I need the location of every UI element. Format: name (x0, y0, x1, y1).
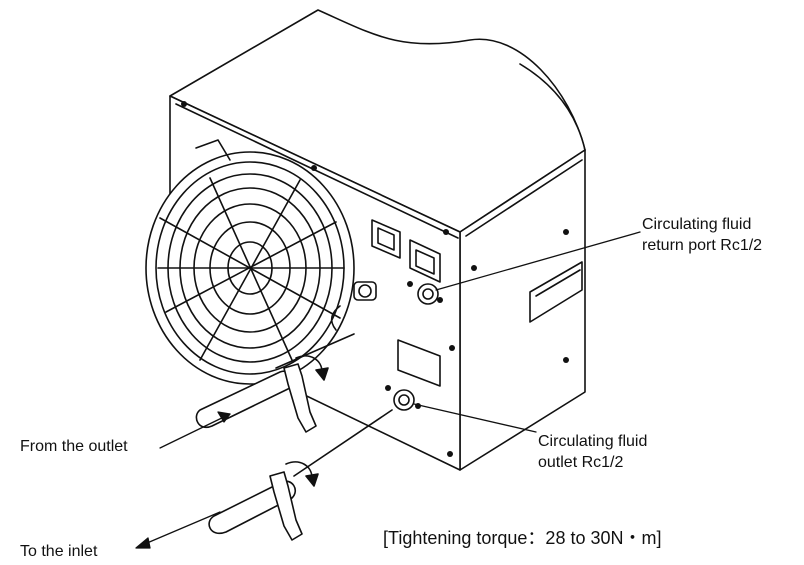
return-port-label-line1: Circulating fluid (642, 216, 752, 233)
outlet-leader (413, 403, 537, 433)
outlet-label-line1: Circulating fluid (538, 433, 648, 450)
ports (385, 281, 443, 411)
return-port-label-line2: return port Rc1/2 (642, 237, 763, 254)
fan-guard-icon (145, 139, 355, 385)
lower-pipe (208, 480, 297, 535)
screws (181, 101, 569, 457)
outlet-label-line2: outlet Rc1/2 (538, 454, 624, 471)
side-edge (465, 159, 583, 237)
to-inlet-arrow (139, 511, 221, 547)
wrench-icon-lower (269, 471, 303, 541)
connectors (330, 219, 441, 331)
from-outlet-arrow (159, 413, 231, 449)
return-port-leader (435, 231, 641, 291)
side-handle-inner (535, 269, 581, 297)
power-connector (371, 219, 401, 259)
tightening-torque-label: [Tightening torque：28 to 30N・m] (383, 528, 662, 548)
from-outlet-label: From the outlet (20, 438, 128, 455)
panel-edge (175, 103, 459, 239)
outlet-port (393, 389, 415, 411)
label-plate (397, 339, 441, 387)
outlet-label: Circulating fluid outlet Rc1/2 (538, 431, 647, 473)
unit-body (169, 9, 586, 471)
leader-lines (135, 231, 641, 549)
return-port (417, 283, 439, 305)
wrench-icon (283, 363, 317, 433)
return-port-label: Circulating fluid return port Rc1/2 (642, 214, 762, 256)
lower-pipe-assembly (208, 409, 393, 541)
cut-surface (519, 63, 586, 151)
to-inlet-label: To the inlet (20, 543, 98, 560)
